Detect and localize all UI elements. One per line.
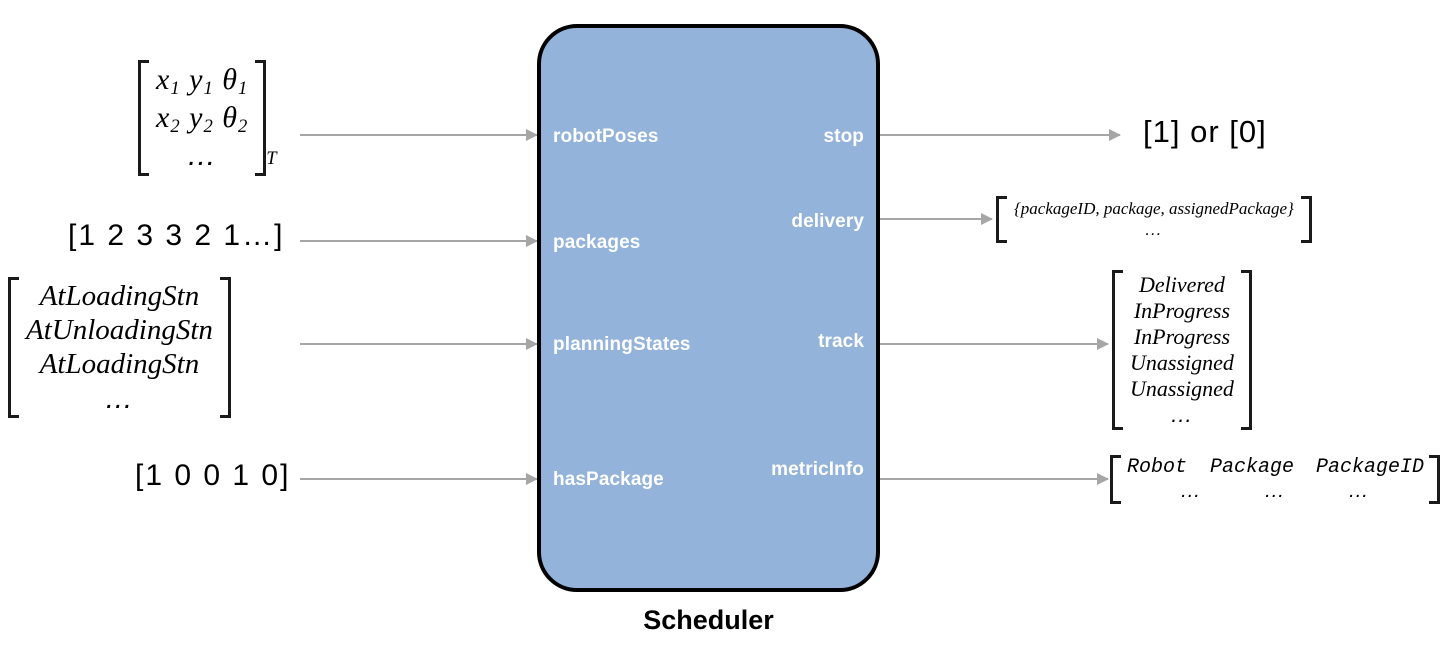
track-output-signal: Delivered InProgress InProgress Unassign…: [1112, 270, 1252, 436]
matrix-row: InProgress: [1133, 323, 1231, 349]
left-bracket-icon: [1112, 270, 1123, 430]
metric-values-row: ... ... ...: [1126, 480, 1424, 504]
port-label-robotposes: robotPoses: [553, 126, 659, 147]
port-label-delivery: delivery: [791, 211, 864, 232]
matrix-row: AtLoadingStn: [39, 280, 200, 312]
metric-value-cell: ...: [1349, 479, 1369, 502]
matrix-ellipsis: ...: [188, 139, 217, 173]
metric-header-cell: PackageID: [1316, 456, 1425, 479]
track-matrix: Delivered InProgress InProgress Unassign…: [1112, 270, 1252, 430]
left-bracket-icon: [138, 60, 149, 176]
right-bracket-icon: [1240, 270, 1252, 430]
matrix-ellipsis: ...: [1145, 220, 1163, 240]
matrix-body: x1 y1 θ1 x2 y2 θ2 ...: [149, 60, 255, 176]
matrix-row: AtLoadingStn: [39, 348, 200, 381]
matrix-row: Delivered: [1138, 272, 1225, 297]
matrix-ellipsis: ...: [105, 382, 134, 415]
left-bracket-icon: [996, 196, 1007, 243]
metric-header-cell: Package: [1210, 456, 1295, 479]
metric-info-output-signal: Robot Package PackageID ... ... ...: [1110, 455, 1441, 511]
matrix-body: {packageID, package, assignedPackage} ..…: [1007, 196, 1301, 243]
right-bracket-icon: [219, 277, 231, 418]
transpose-superscript: T: [266, 148, 277, 170]
arrow-has-package: [300, 473, 538, 485]
port-label-stop: stop: [823, 126, 864, 147]
metric-header-cell: Robot: [1126, 456, 1187, 479]
packages-signal: [1 2 3 3 2 1…]: [68, 219, 285, 252]
port-label-metricinfo: metricInfo: [771, 459, 864, 480]
metric-value-cell: ...: [1265, 479, 1285, 502]
arrow-planning-states: [300, 338, 538, 350]
arrow-track: [880, 338, 1109, 350]
robot-poses-signal: x1 y1 θ1 x2 y2 θ2 ... T: [138, 60, 277, 184]
delivery-matrix: {packageID, package, assignedPackage} ..…: [996, 196, 1312, 243]
planning-states-signal: AtLoadingStn AtUnloadingStn AtLoadingStn…: [8, 277, 231, 426]
matrix-body: Delivered InProgress InProgress Unassign…: [1123, 270, 1241, 430]
matrix-row: x2 y2 θ2: [156, 101, 249, 138]
stop-output-signal: [1] or [0]: [1143, 114, 1267, 149]
matrix-row: InProgress: [1133, 297, 1231, 323]
right-bracket-icon: [1429, 455, 1441, 505]
left-bracket-icon: [8, 277, 19, 418]
arrow-packages: [300, 235, 538, 247]
has-package-signal: [1 0 0 1 0]: [135, 459, 291, 492]
matrix-body: AtLoadingStn AtUnloadingStn AtLoadingStn…: [19, 277, 220, 418]
matrix-ellipsis: ...: [1171, 401, 1193, 427]
arrow-metricinfo: [880, 473, 1109, 485]
matrix-row: AtUnloadingStn: [26, 314, 213, 347]
port-label-haspackage: hasPackage: [553, 469, 664, 490]
port-label-packages: packages: [553, 232, 641, 253]
metric-header-row: Robot Package PackageID: [1126, 456, 1424, 480]
matrix-row: {packageID, package, assignedPackage}: [1014, 199, 1294, 218]
planning-states-matrix: AtLoadingStn AtUnloadingStn AtLoadingStn…: [8, 277, 231, 418]
scheduler-block[interactable]: [537, 24, 880, 592]
arrow-stop: [880, 129, 1121, 141]
scheduler-title: Scheduler: [643, 605, 774, 635]
metric-value-cell: ...: [1181, 479, 1201, 502]
left-bracket-icon: [1110, 455, 1121, 505]
port-label-track: track: [818, 331, 864, 352]
robot-poses-matrix: x1 y1 θ1 x2 y2 θ2 ...: [138, 60, 267, 176]
delivery-output-signal: {packageID, package, assignedPackage} ..…: [996, 196, 1312, 248]
port-label-planningstates: planningStates: [553, 334, 691, 355]
matrix-row: Unassigned: [1130, 375, 1234, 401]
matrix-row: x1 y1 θ1: [156, 63, 249, 100]
matrix-row: Unassigned: [1130, 349, 1234, 375]
right-bracket-icon: [255, 60, 267, 176]
right-bracket-icon: [1300, 196, 1312, 243]
arrow-robot-poses: [300, 129, 538, 141]
arrow-delivery: [880, 213, 993, 225]
metric-info-matrix: Robot Package PackageID ... ... ...: [1110, 455, 1441, 505]
matrix-body: Robot Package PackageID ... ... ...: [1121, 455, 1429, 504]
